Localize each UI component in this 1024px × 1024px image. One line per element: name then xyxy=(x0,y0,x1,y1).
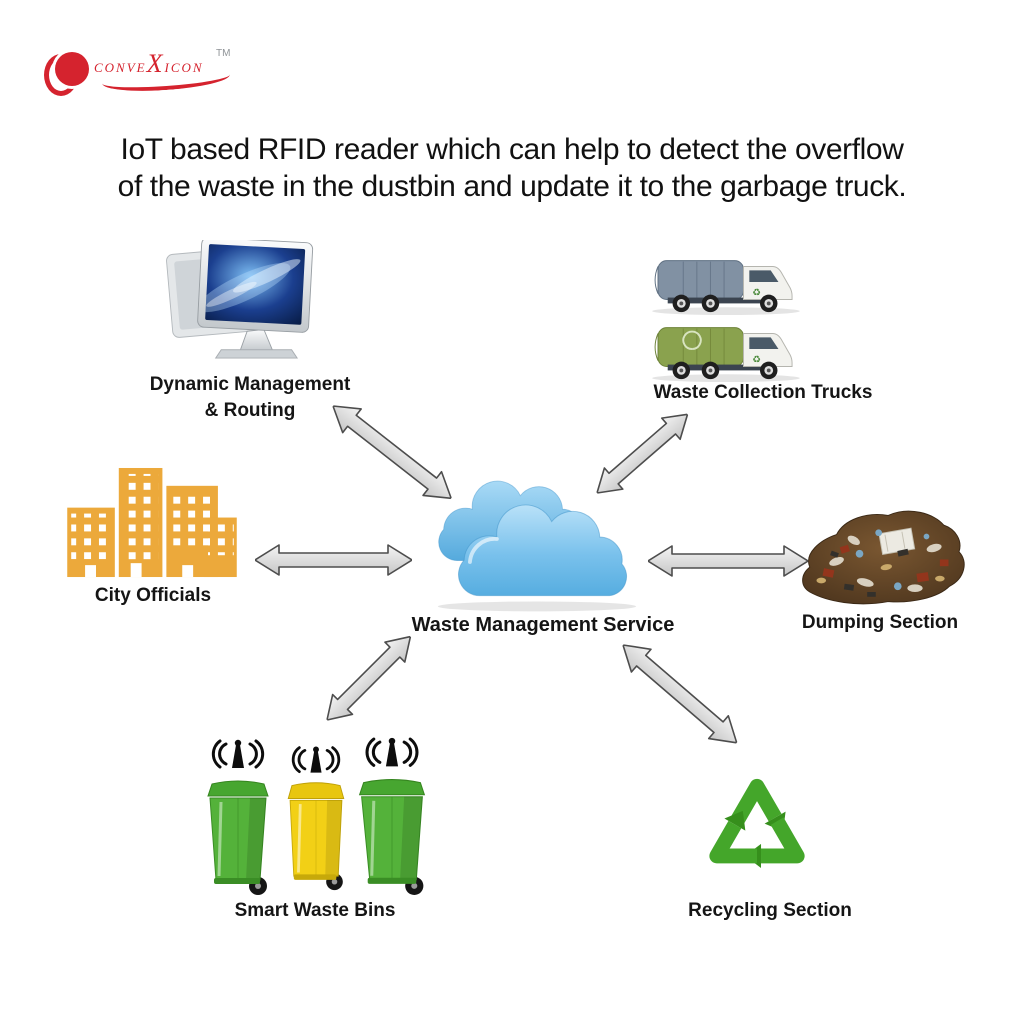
label-waste-management-service: Waste Management Service xyxy=(411,614,675,636)
wheels xyxy=(672,294,778,313)
monitor-screen xyxy=(197,240,314,333)
garbage-truck-blue-icon: ♻ xyxy=(652,260,800,316)
label-waste-collection-trucks: Waste Collection Trucks xyxy=(653,382,873,403)
buildings xyxy=(67,467,237,578)
monitor-base xyxy=(214,349,299,359)
rfid-antenna-icon xyxy=(365,737,419,767)
cloud-shadow xyxy=(437,601,637,612)
arrow-cloud-waste-collection-trucks xyxy=(596,413,689,494)
label-recycling-section: Recycling Section xyxy=(688,900,852,921)
recycle-mark-icon: ♻ xyxy=(752,355,761,366)
trademark-symbol: TM xyxy=(216,48,231,59)
rfid-antenna-icon xyxy=(291,746,341,774)
front-cloud xyxy=(458,504,628,597)
computer-monitor-icon xyxy=(166,240,314,359)
pile-mound xyxy=(802,510,965,605)
city-buildings-icon xyxy=(67,467,237,578)
cloud-icon xyxy=(437,480,637,612)
garbage-truck-green-icon: ♻ xyxy=(652,327,800,383)
arrow-cloud-city-officials xyxy=(255,544,412,576)
label-dumping-section: Dumping Section xyxy=(801,612,959,633)
smart-bin-yellow-icon xyxy=(287,746,345,891)
label-smart-waste-bins: Smart Waste Bins xyxy=(234,900,396,921)
recycling-symbol-icon xyxy=(692,778,822,894)
arrow-cloud-smart-waste-bins xyxy=(326,635,412,721)
pile-debris xyxy=(816,527,949,597)
smart-bin-green-icon xyxy=(358,737,426,895)
arrow-cloud-dumping-section xyxy=(648,545,808,577)
recycle-mark-icon: ♻ xyxy=(752,288,761,299)
wheels xyxy=(672,361,778,380)
smart-bin-green-icon xyxy=(207,739,269,895)
logo-circle-icon xyxy=(55,52,89,86)
page-title: IoT based RFID reader which can help to … xyxy=(0,131,1024,205)
convexicon-logo: conveXicon TM xyxy=(44,44,254,100)
label-city-officials: City Officials xyxy=(94,585,212,606)
title-line-2: of the waste in the dustbin and update i… xyxy=(117,170,907,203)
arrow-cloud-dynamic-management xyxy=(332,405,453,500)
label-dynamic-management: Dynamic Management & Routing xyxy=(149,374,351,421)
logo-wordmark: conveXicon xyxy=(94,49,204,78)
monitor-stand xyxy=(239,328,274,353)
rfid-antenna-icon xyxy=(211,739,265,769)
garbage-pile-icon xyxy=(802,510,965,605)
title-line-1: IoT based RFID reader which can help to … xyxy=(120,133,904,166)
arrow-cloud-recycling-section xyxy=(622,644,738,744)
